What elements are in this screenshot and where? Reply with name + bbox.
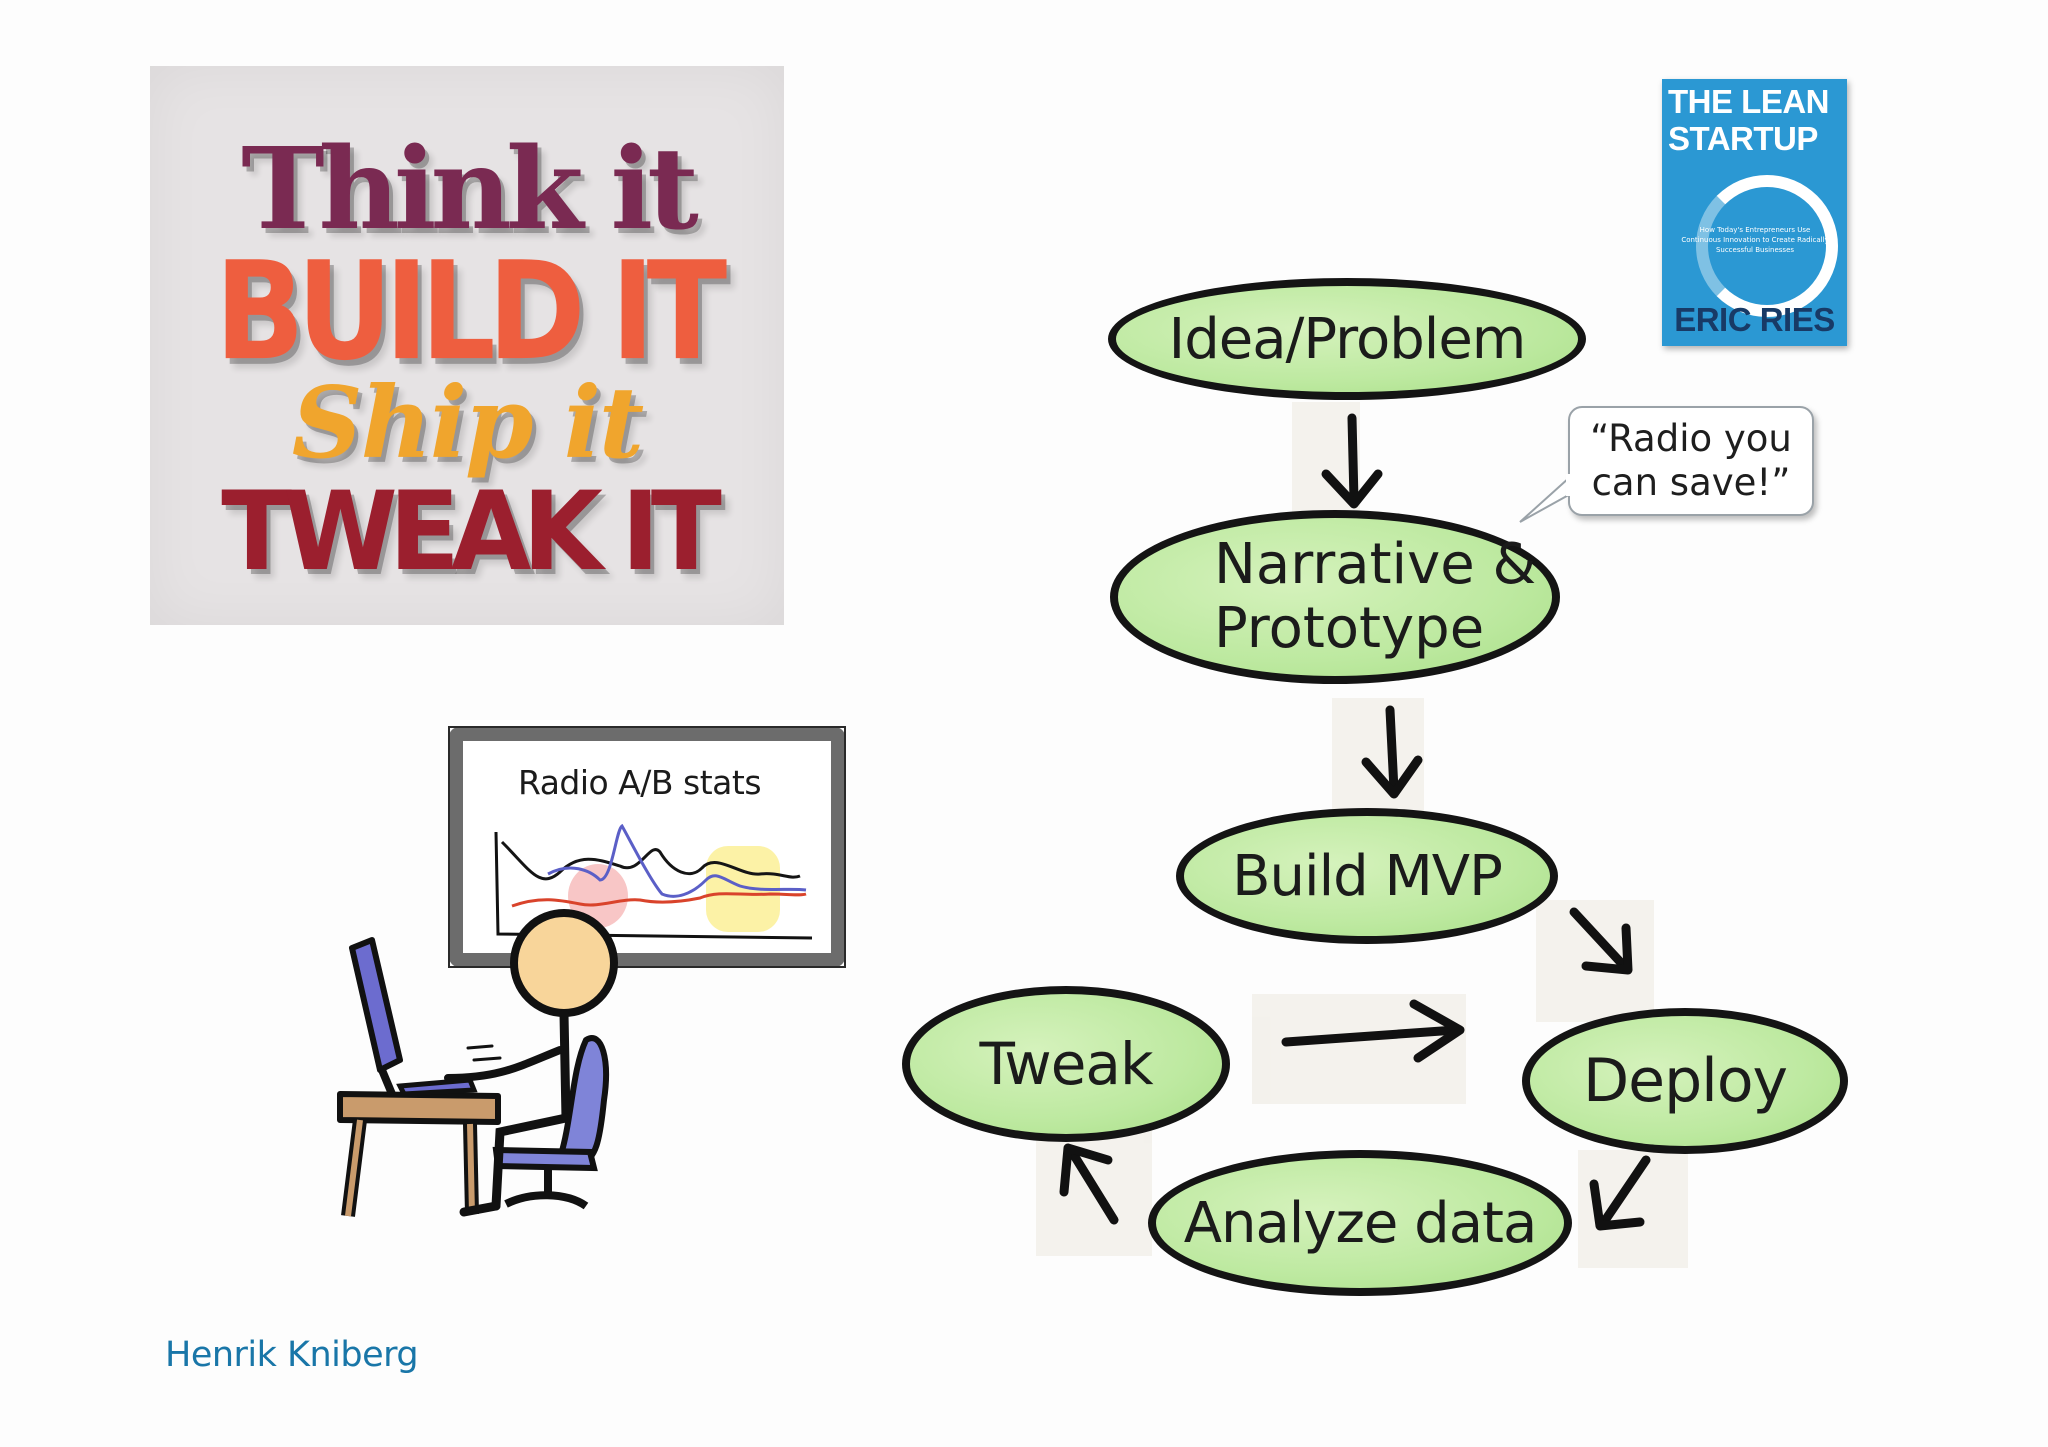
book-subtitle: How Today's Entrepreneurs Use Continuous… — [1681, 226, 1829, 254]
book-title: THE LEAN STARTUP — [1668, 83, 1844, 157]
bubble-tail-seam — [1566, 474, 1576, 496]
node-narrative-label-2: Prototype — [1214, 596, 1485, 661]
arrow-idea-to-narrative — [1321, 413, 1383, 509]
author-credit: Henrik Kniberg — [165, 1335, 419, 1375]
lean-startup-book-cover: THE LEAN STARTUP How Today's Entrepreneu… — [1662, 79, 1847, 346]
book-author: ERIC RIES — [1674, 301, 1835, 338]
quote-line-2: can save!” — [1591, 461, 1791, 504]
arrow-deploy-to-analyze — [1589, 1155, 1651, 1231]
photo-line-think: Think it — [241, 124, 699, 255]
arrow-build-to-deploy — [1569, 907, 1633, 975]
node-analyze-label: Analyze data — [1183, 1190, 1538, 1256]
book-title-line-1: THE LEAN — [1668, 83, 1830, 120]
node-analyze-data: Analyze data — [1148, 1150, 1572, 1296]
monitor-title: Radio A/B stats — [518, 763, 762, 802]
stats-monitor — [448, 726, 846, 968]
node-idea-problem: Idea/Problem — [1108, 278, 1586, 400]
photo-line-ship: Ship it — [291, 366, 644, 481]
node-deploy: Deploy — [1522, 1008, 1848, 1154]
desk — [337, 1091, 501, 1217]
photo-line-build: BUILD IT — [214, 231, 727, 391]
node-narrative-label-1: Narrative & — [1214, 532, 1537, 597]
think-build-ship-tweak-photo: Think it BUILD IT Ship it TWEAK IT — [150, 66, 784, 625]
arrow-tweak-to-deploy — [1281, 999, 1465, 1063]
computer-icon — [349, 937, 478, 1097]
node-tweak-label: Tweak — [979, 1030, 1153, 1098]
node-build-label: Build MVP — [1232, 843, 1503, 909]
person-figure — [444, 909, 618, 1217]
node-narrative-prototype: Narrative & Prototype — [1110, 510, 1560, 684]
quote-bubble: “Radio you can save!” — [1568, 406, 1814, 516]
quote-line-1: “Radio you — [1590, 417, 1792, 460]
node-build-mvp: Build MVP — [1176, 808, 1558, 944]
node-deploy-label: Deploy — [1582, 1046, 1788, 1116]
arrow-narrative-to-build — [1361, 705, 1423, 799]
bubble-tail — [1519, 467, 1581, 523]
chair-icon — [492, 1035, 609, 1210]
book-title-line-2: STARTUP — [1668, 120, 1818, 157]
photo-line-tweak: TWEAK IT — [221, 466, 722, 596]
node-tweak: Tweak — [902, 986, 1230, 1142]
arrow-analyze-to-tweak — [1059, 1143, 1119, 1225]
node-idea-label: Idea/Problem — [1168, 306, 1527, 372]
